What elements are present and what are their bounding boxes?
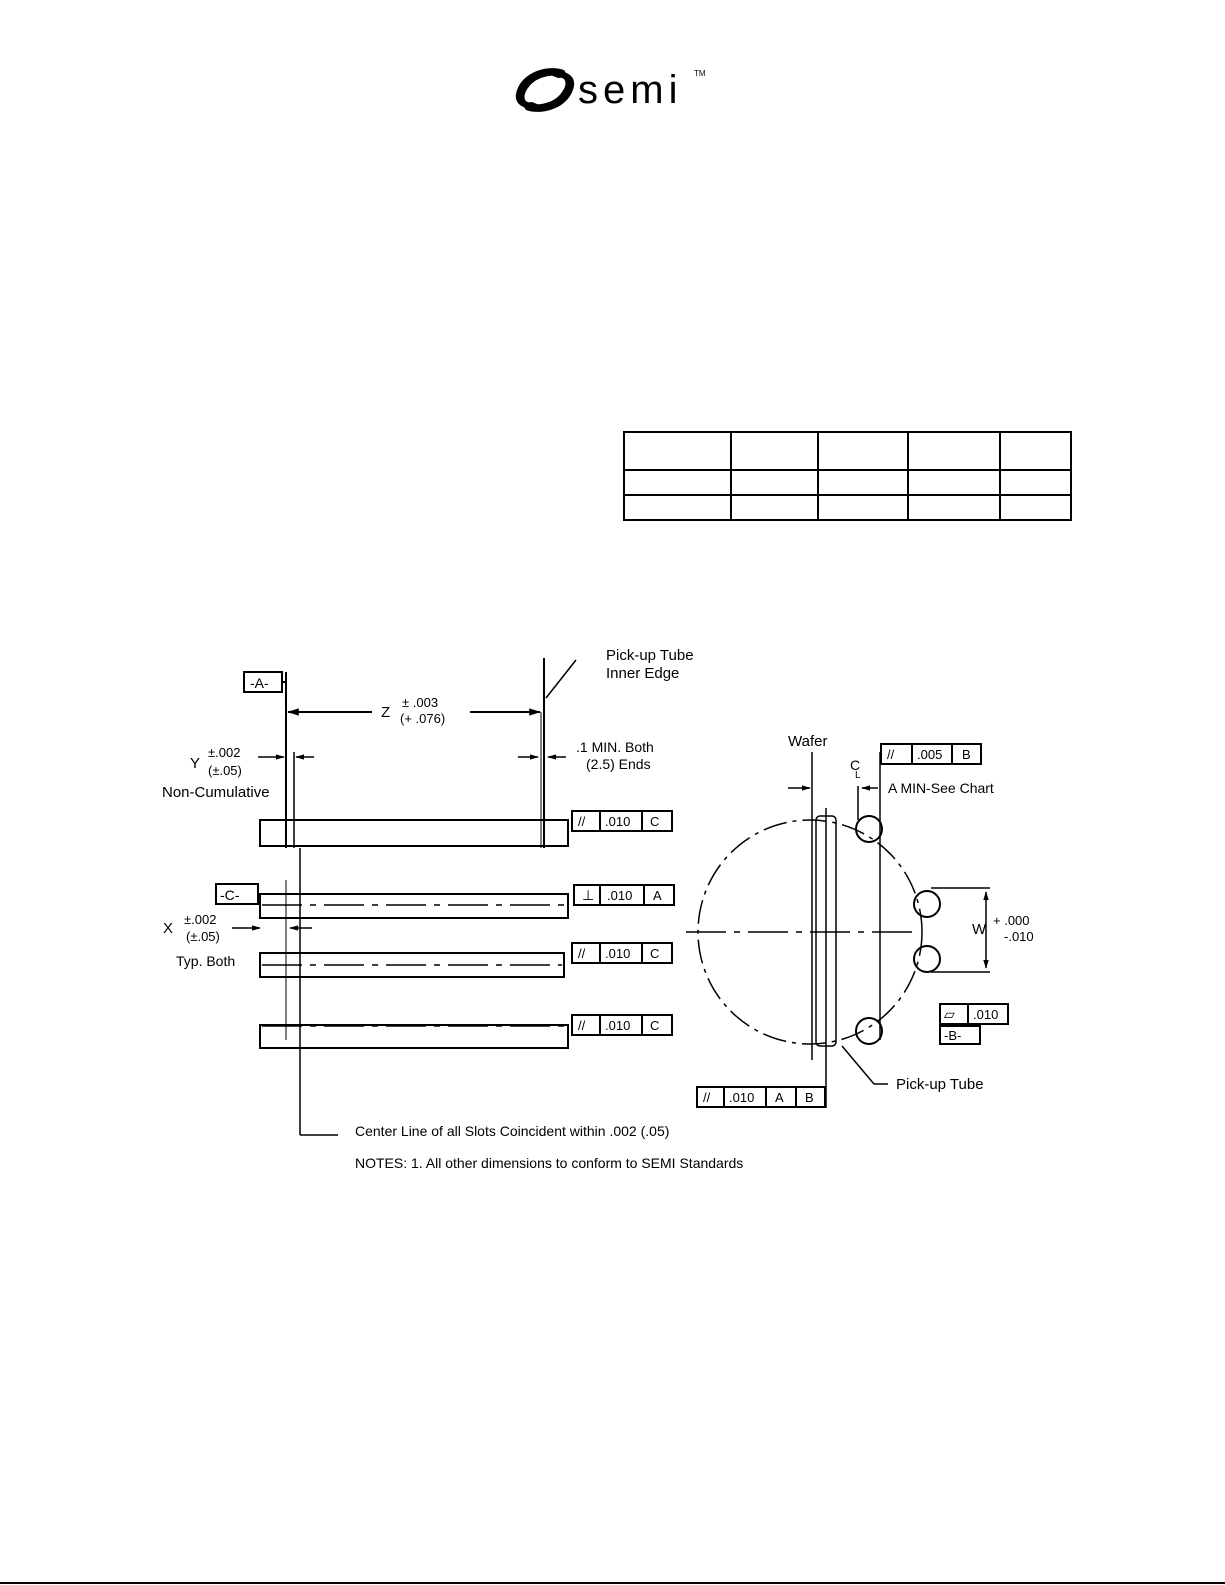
end-view-labels: Wafer C L A MIN-See Chart W + .000 -.010…: [703, 733, 1034, 1105]
table-cell: [730, 431, 819, 471]
w-tolerance-minus: -.010: [1004, 929, 1034, 944]
semi-swoosh-icon: [515, 68, 575, 112]
table-row: [623, 494, 1072, 521]
fcf-parallel-b: [880, 743, 982, 765]
fcf-parallel-c1-symbol: //: [578, 814, 586, 829]
table-cell: [730, 494, 819, 521]
table-cell: [907, 431, 1001, 471]
trademark-mark: TM: [694, 69, 706, 78]
page-bottom-rule: [0, 1582, 1225, 1584]
datum-b-box: [939, 1025, 981, 1045]
datum-c-label: -C-: [220, 887, 240, 903]
slot-bar-1: [259, 819, 569, 847]
table-cell: [817, 431, 909, 471]
x-metric: (±.05): [186, 929, 220, 944]
wafer-label: Wafer: [788, 733, 827, 750]
table-cell: [817, 494, 909, 521]
fcf-perp-a-tolerance: .010: [607, 888, 632, 903]
fcf-parallel-ab: [696, 1086, 826, 1108]
fcf-perp-a-symbol: ⊥: [582, 887, 594, 903]
fcf-flat-tolerance: .010: [973, 1007, 998, 1022]
w-label: W: [972, 921, 987, 938]
z-tolerance: ± .003: [402, 695, 438, 710]
table-cell: [730, 469, 819, 496]
pickup-tube-mid-lower: [913, 945, 941, 973]
pickup-inner-label-2: Inner Edge: [606, 665, 679, 682]
z-label: Z: [381, 704, 390, 721]
fcf-flat: [939, 1003, 1009, 1025]
y-tolerance: ±.002: [208, 745, 240, 760]
cl-subscript: L: [855, 770, 861, 781]
notes-text: NOTES: 1. All other dimensions to confor…: [355, 1155, 743, 1171]
pickup-tube-mid-upper: [913, 890, 941, 918]
fcf-parallel-c1-datum: C: [650, 814, 659, 829]
fcf-parallel-c3-symbol: //: [578, 1018, 586, 1033]
table-cell: [999, 469, 1072, 496]
slot-bar-4: [259, 1024, 569, 1049]
fcf-parallel-ab-datum-2: B: [805, 1090, 814, 1105]
datum-b-label: -B-: [944, 1028, 961, 1043]
pickup-inner-leader: [545, 659, 577, 699]
end-view: [686, 743, 1009, 1108]
fcf-parallel-c3: [571, 1014, 673, 1036]
fcf-parallel-ab-datum-1: A: [775, 1090, 784, 1105]
fcf-parallel-ab-symbol: //: [703, 1090, 711, 1105]
wafer-slot: [815, 815, 837, 1047]
fcf-perp-a: [573, 884, 675, 906]
fcf-parallel-c1-tolerance: .010: [605, 814, 630, 829]
cl-label: C: [850, 757, 860, 773]
pickup-tube-label: Pick-up Tube: [896, 1076, 984, 1093]
fcf-parallel-c2: [571, 942, 673, 964]
pickup-tube-leader: [841, 1045, 875, 1085]
fcf-parallel-b-tolerance: .005: [917, 747, 942, 762]
fcf-perp-a-datum: A: [653, 888, 662, 903]
fcf-parallel-b-datum: B: [962, 747, 971, 762]
z-metric: (+ .076): [400, 711, 445, 726]
fcf-parallel-c3-tolerance: .010: [605, 1018, 630, 1033]
table-cell: [999, 494, 1072, 521]
typ-both-label: Typ. Both: [176, 953, 235, 969]
fcf-parallel-c3-datum: C: [650, 1018, 659, 1033]
fcf-parallel-c2-symbol: //: [578, 946, 586, 961]
fcf-parallel-ab-tolerance: .010: [729, 1090, 754, 1105]
table-cell: [623, 469, 732, 496]
center-line-note: Center Line of all Slots Coincident with…: [355, 1123, 669, 1139]
semi-wordmark: semi: [578, 68, 683, 112]
fcf-parallel-c2-datum: C: [650, 946, 659, 961]
w-tolerance-plus: + .000: [993, 913, 1030, 928]
datum-a-label: -A-: [250, 675, 269, 691]
table-row: [623, 469, 1072, 496]
table-cell: [623, 494, 732, 521]
semi-logo: semi TM: [512, 66, 712, 116]
pickup-tube-bottom: [855, 1017, 883, 1045]
pickup-tube-top: [855, 815, 883, 843]
min-both-label: .1 MIN. Both: [576, 739, 654, 755]
table-header-row: [623, 431, 1072, 471]
fcf-parallel-b-symbol: //: [887, 747, 895, 762]
table-cell: [817, 469, 909, 496]
y-metric: (±.05): [208, 763, 242, 778]
table-cell: [623, 431, 732, 471]
table-cell: [907, 494, 1001, 521]
fcf-parallel-c2-tolerance: .010: [605, 946, 630, 961]
y-label: Y: [190, 755, 200, 772]
side-view-labels: -A- -C- Pick-up Tube Inner Edge Z ± .003…: [162, 647, 743, 1171]
non-cumulative-label: Non-Cumulative: [162, 784, 270, 801]
slot-bar-2: [259, 893, 569, 919]
a-min-label: A MIN-See Chart: [888, 780, 994, 796]
specification-table: [623, 431, 1072, 521]
side-view: [215, 658, 675, 1136]
x-label: X: [163, 920, 173, 937]
x-tolerance: ±.002: [184, 912, 216, 927]
slot-bar-3: [259, 952, 565, 978]
pickup-inner-label-1: Pick-up Tube: [606, 647, 694, 664]
min-both-metric: (2.5) Ends: [586, 756, 651, 772]
table-cell: [907, 469, 1001, 496]
fcf-parallel-c1: [571, 810, 673, 832]
fcf-flat-symbol: ▱: [944, 1006, 955, 1022]
table-cell: [999, 431, 1072, 471]
